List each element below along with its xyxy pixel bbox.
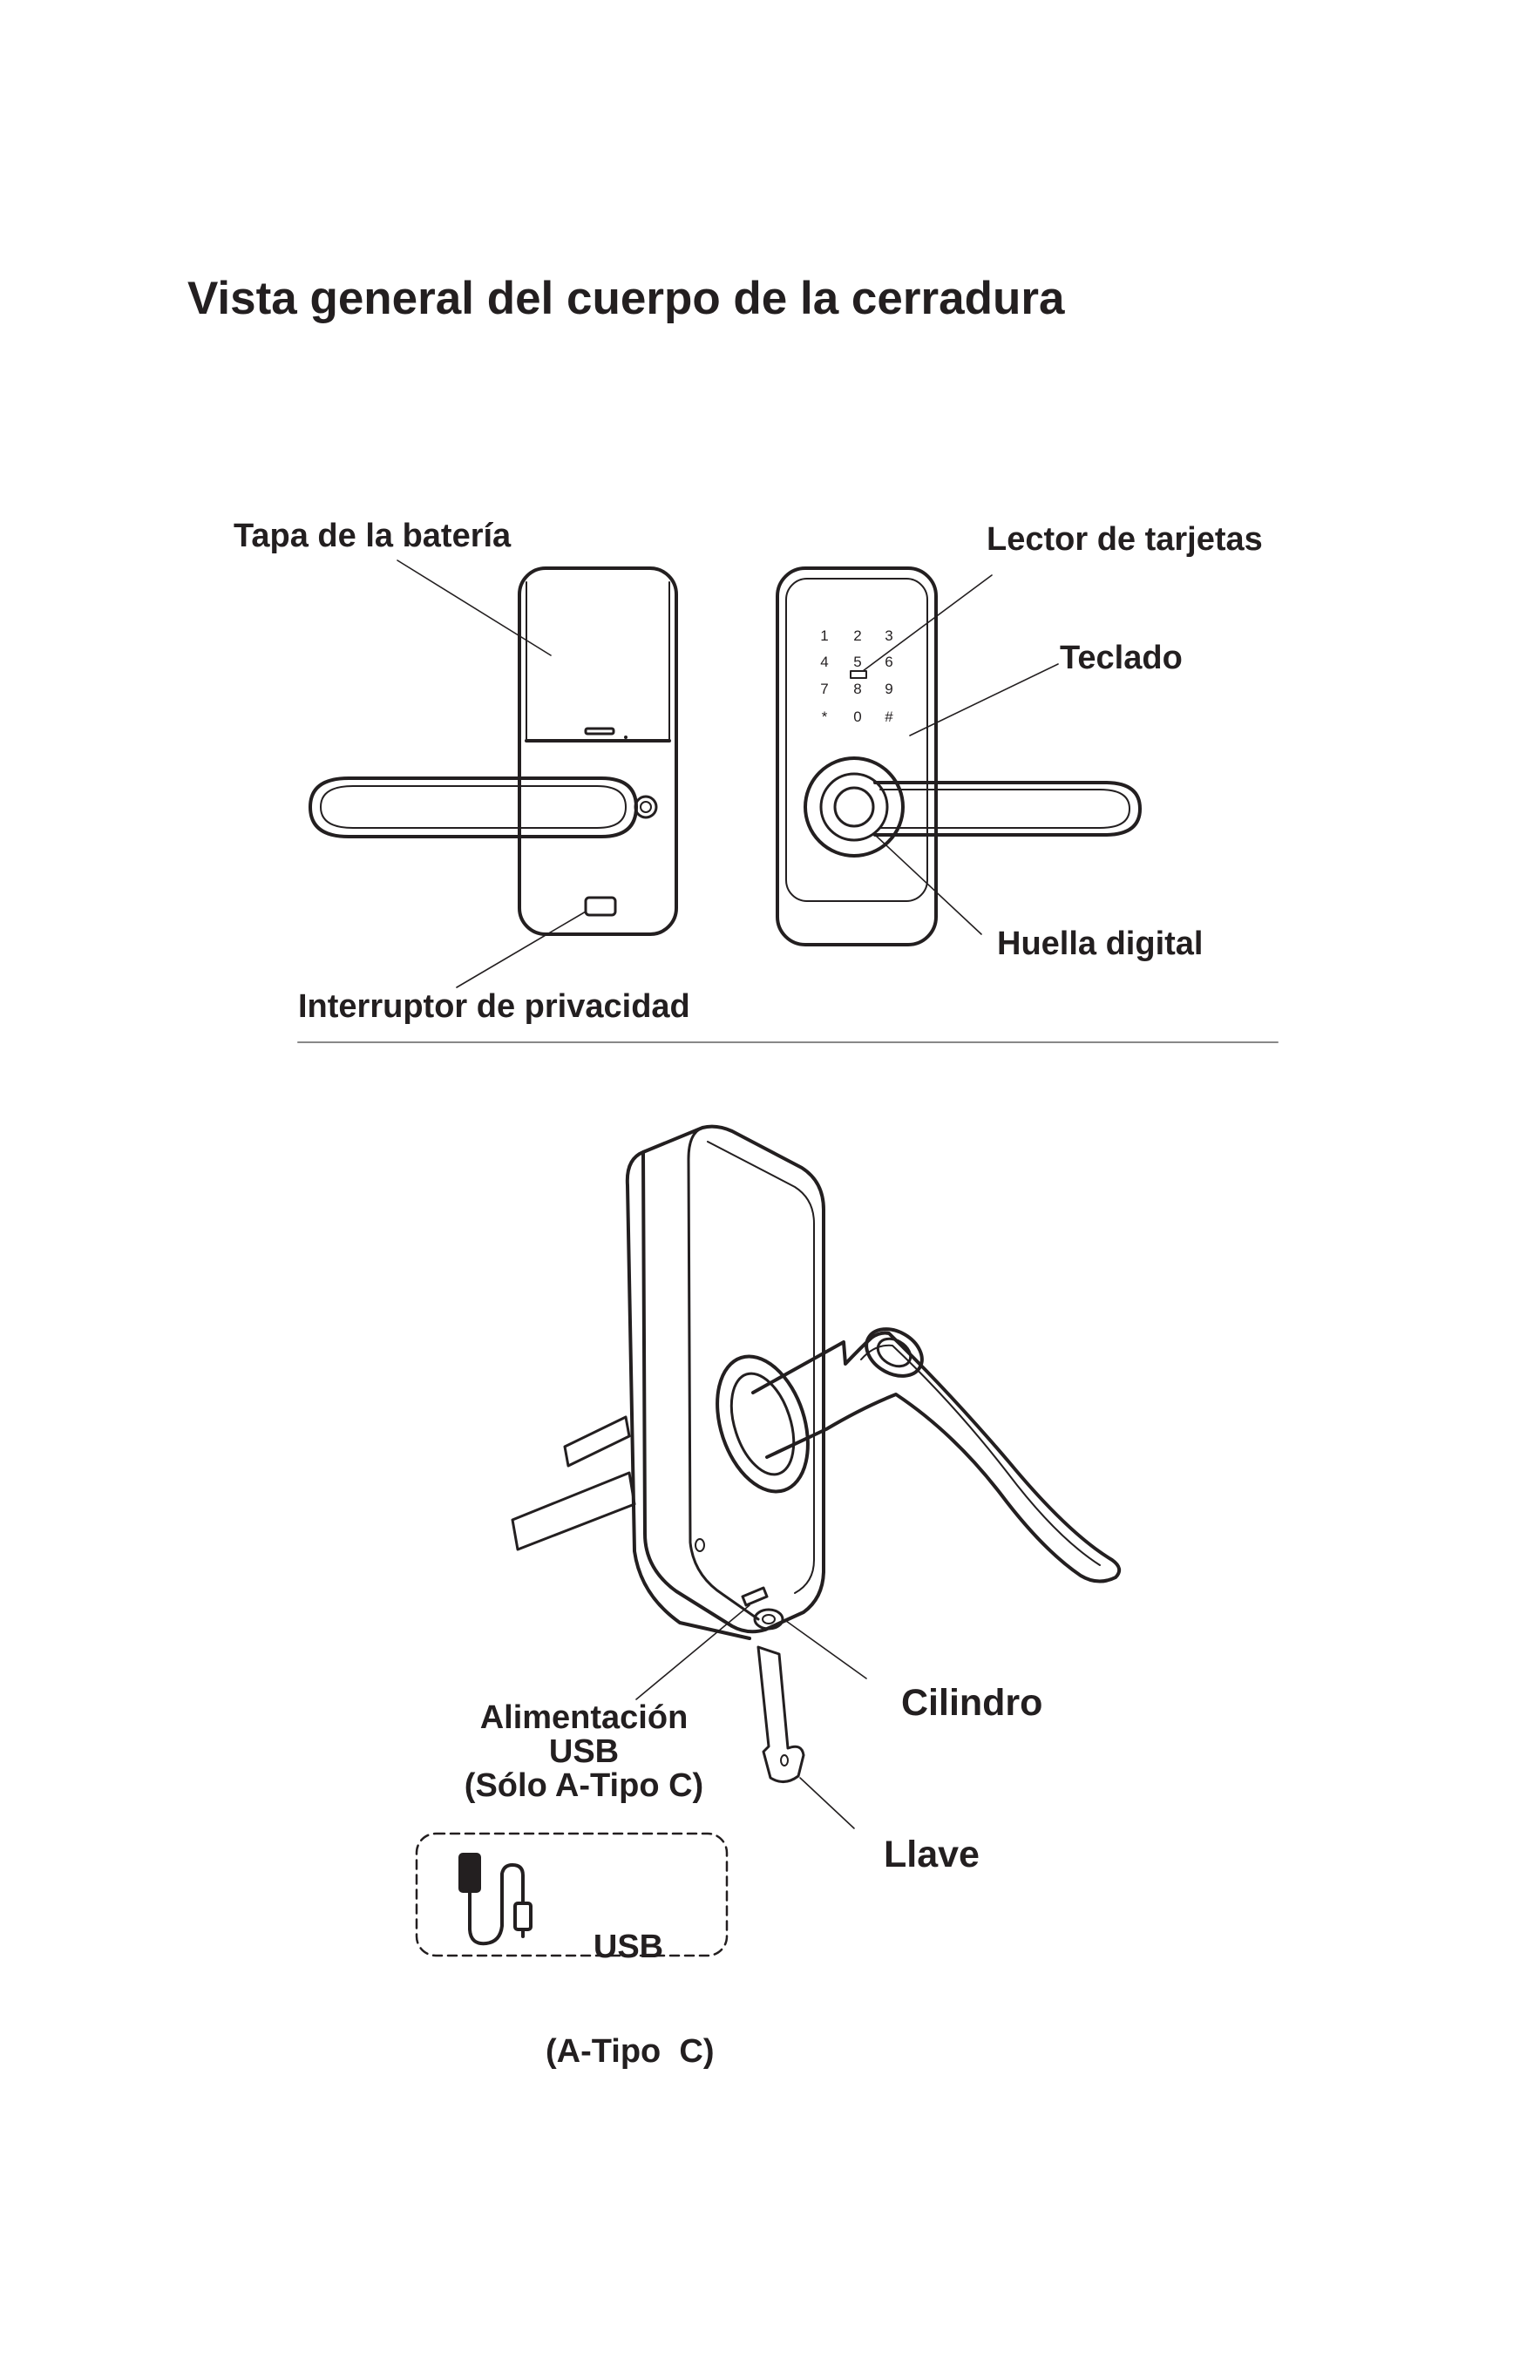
fingerprint-callout: [874, 834, 982, 935]
key-label: Llave: [884, 1834, 980, 1875]
keypad-callout: [909, 663, 1059, 736]
keypad-key: 1: [820, 627, 828, 644]
battery-cover-callout: [397, 559, 552, 656]
usb-cable-accessory-label-line: (A-Tipo C): [546, 2033, 715, 2070]
back-lever-handle: [873, 781, 1142, 837]
key-icon: [756, 1645, 805, 1783]
perspective-lever-handle: [751, 1327, 1122, 1583]
usb-cable-accessory-box: [415, 1832, 729, 1957]
battery-cover-label: Tapa de la batería: [234, 518, 512, 554]
usb-power-label-line: Alimentación: [479, 1699, 689, 1736]
usb-cable-accessory-label-line: USB: [593, 1929, 664, 1965]
keypad-key: 3: [885, 627, 892, 644]
card-reader-callout: [862, 574, 993, 672]
back-lock-body: [776, 566, 938, 946]
usb-power-label-line: (Sólo A-Tipo C): [464, 1767, 704, 1804]
front-lock-body: [518, 566, 678, 936]
keypad-key: 9: [885, 681, 892, 697]
cylinder-label: Cilindro: [901, 1682, 1043, 1724]
keypad-key: 7: [820, 681, 828, 697]
keypad-key: #: [885, 709, 893, 725]
keypad: 1 2 3 4 5 6 7 8 9 * 0 #: [820, 627, 893, 725]
keypad-label: Teclado: [1060, 640, 1183, 676]
cylinder-callout: [785, 1620, 867, 1679]
usb-cable-accessory-label: USB (A-Tipo C): [546, 1860, 715, 2104]
usb-power-label: Alimentación USB (Sólo A-Tipo C): [453, 1701, 715, 1803]
privacy-switch-label: Interruptor de privacidad: [298, 988, 690, 1025]
keypad-key: 5: [853, 654, 861, 670]
card-reader-icon: [850, 670, 867, 679]
keypad-key: 8: [853, 681, 861, 697]
card-reader-label: Lector de tarjetas: [987, 521, 1263, 558]
keypad-key: 6: [885, 654, 892, 670]
usb-power-label-line: USB: [548, 1733, 620, 1770]
keypad-key: 2: [853, 627, 861, 644]
usb-cable-icon: [458, 1853, 533, 1946]
perspective-lock-body: [511, 1124, 825, 1640]
privacy-switch-callout: [456, 911, 587, 988]
front-lever-handle: [309, 776, 638, 838]
keypad-key: *: [822, 709, 828, 725]
fingerprint-label: Huella digital: [997, 926, 1204, 962]
usb-power-callout: [635, 1604, 750, 1700]
usb-port-icon: [741, 1586, 769, 1607]
cylinder-icon: [753, 1608, 784, 1631]
keypad-key: 0: [853, 709, 861, 725]
page-title: Vista general del cuerpo de la cerradura: [187, 273, 1065, 324]
keypad-key: 4: [820, 654, 828, 670]
fingerprint-icon: [833, 786, 875, 828]
key-callout: [799, 1777, 855, 1829]
